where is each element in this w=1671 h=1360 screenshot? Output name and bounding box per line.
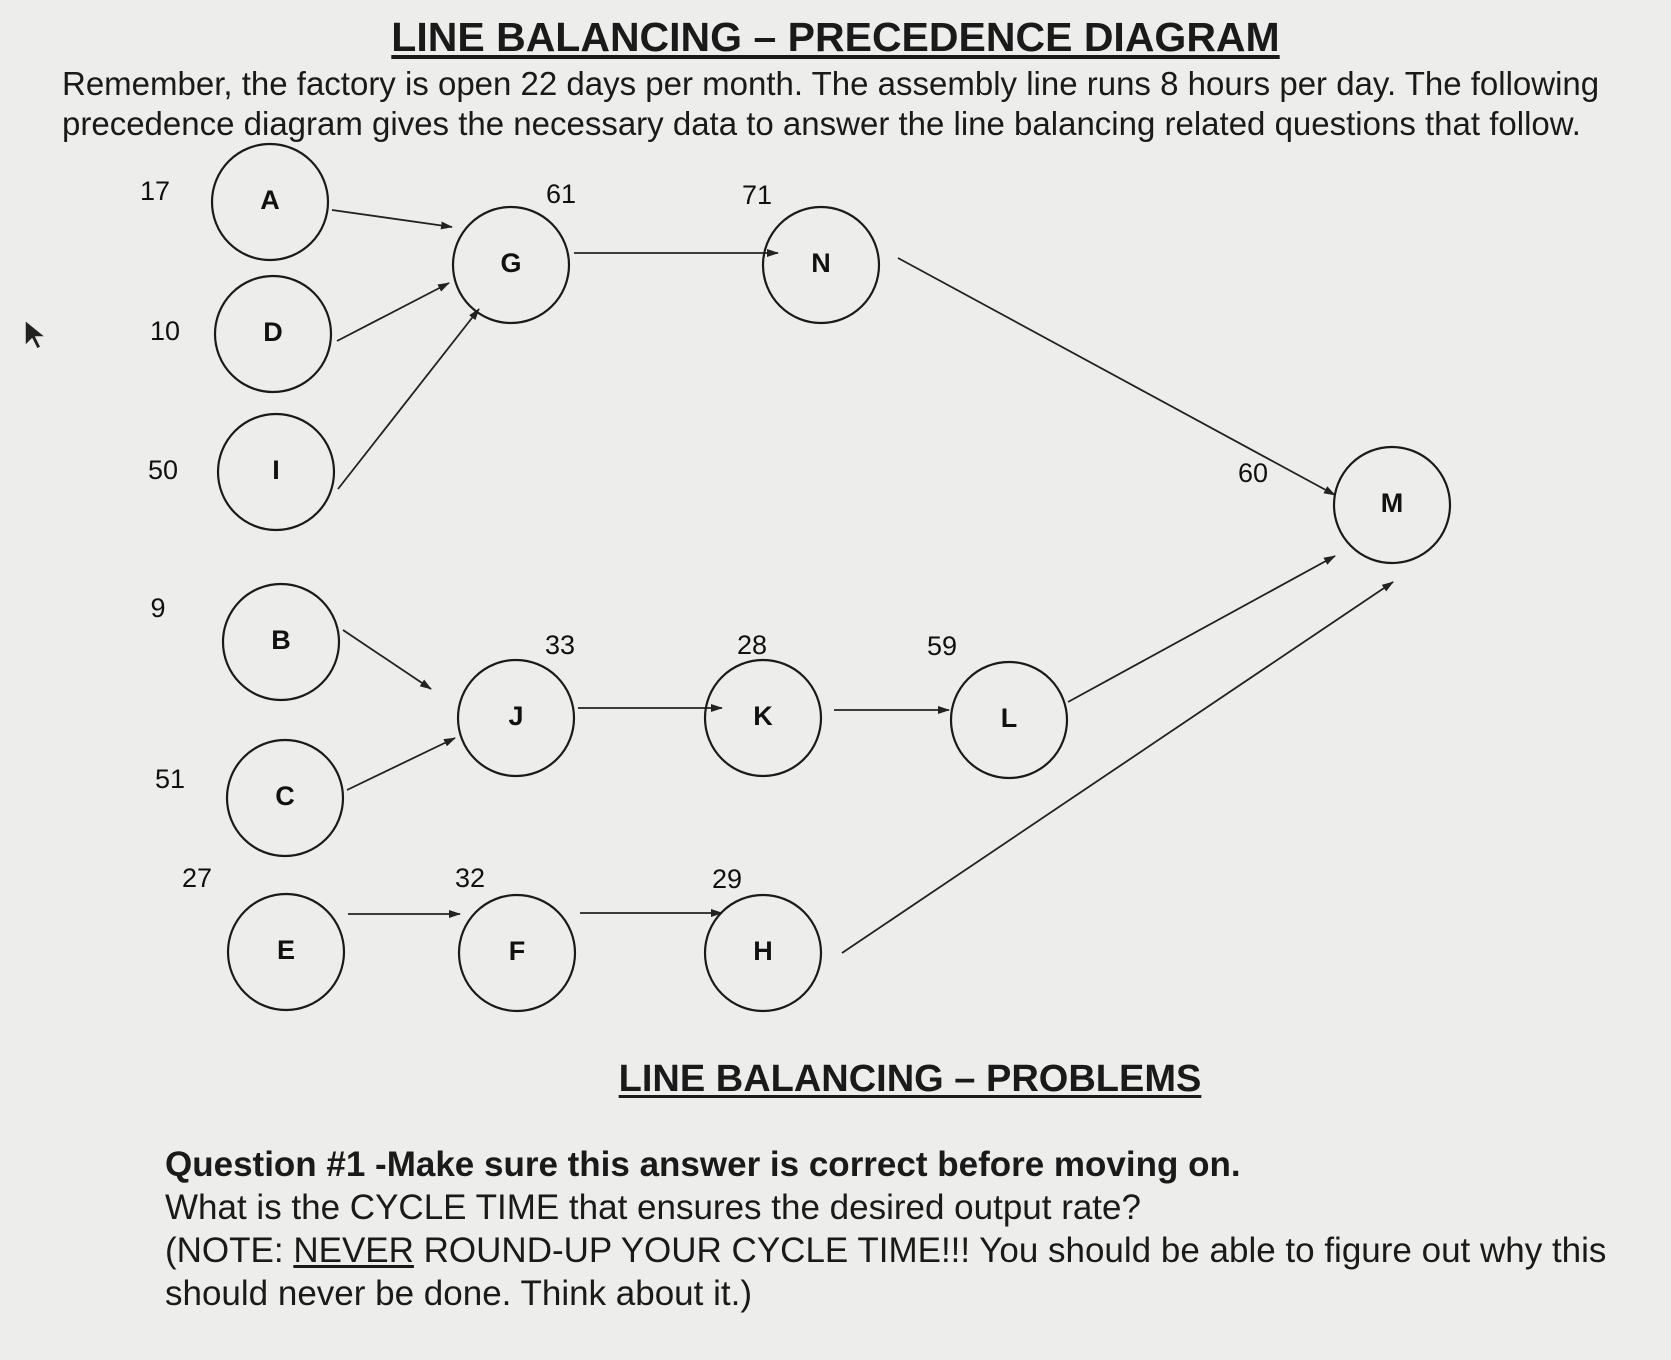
- task-label-c: C: [275, 781, 295, 811]
- problems-heading-text: LINE BALANCING – PROBLEMS: [618, 1058, 1202, 1100]
- task-time-j: 33: [545, 630, 575, 660]
- task-time-n: 71: [742, 180, 772, 210]
- problems-heading: LINE BALANCING – PROBLEMS: [0, 1058, 1671, 1101]
- task-label-j: J: [508, 701, 523, 731]
- task-node-a: [210, 142, 330, 262]
- note-prefix: (NOTE:: [165, 1231, 294, 1270]
- edge-i-to-g: [337, 308, 480, 490]
- task-label-l: L: [1001, 703, 1018, 733]
- mouse-cursor-icon: [24, 318, 49, 351]
- task-label-k: K: [753, 701, 773, 731]
- task-label-g: G: [500, 248, 521, 278]
- note-rest: ROUND-UP YOUR CYCLE TIME!!! You should b…: [165, 1231, 1607, 1313]
- task-time-g: 61: [546, 179, 576, 209]
- intro-paragraph: Remember, the factory is open 22 days pe…: [62, 65, 1600, 142]
- task-node-j: [456, 658, 576, 778]
- task-label-b: B: [271, 625, 291, 655]
- question-1: Question #1 -Make sure this answer is co…: [165, 1143, 1645, 1315]
- edge-n-to-m: [897, 257, 1336, 496]
- task-time-c: 51: [155, 764, 185, 794]
- task-time-f: 32: [455, 863, 485, 893]
- task-node-g: [451, 205, 571, 325]
- task-node-c: [225, 738, 345, 858]
- question-1-note: (NOTE: NEVER ROUND-UP YOUR CYCLE TIME!!!…: [165, 1229, 1645, 1315]
- edge-h-to-m: [841, 581, 1394, 954]
- task-label-a: A: [260, 185, 280, 215]
- task-node-i: [216, 412, 336, 532]
- task-node-d: [213, 274, 333, 394]
- task-time-d: 10: [150, 316, 180, 346]
- task-node-k: [703, 658, 823, 778]
- task-time-e: 27: [182, 863, 212, 893]
- edge-l-to-m: [1067, 555, 1336, 703]
- task-label-f: F: [509, 936, 526, 966]
- task-node-f: [457, 893, 577, 1013]
- question-1-prompt: What is the CYCLE TIME that ensures the …: [165, 1188, 1141, 1227]
- task-label-n: N: [811, 248, 831, 278]
- task-time-k: 28: [737, 630, 767, 660]
- task-node-l: [949, 660, 1069, 780]
- task-label-h: H: [753, 936, 773, 966]
- page-title: LINE BALANCING – PRECEDENCE DIAGRAM: [0, 14, 1671, 61]
- task-node-b: [221, 582, 341, 702]
- edge-d-to-g: [336, 282, 450, 342]
- task-node-h: [703, 893, 823, 1013]
- task-time-h: 29: [712, 864, 742, 894]
- task-label-i: I: [272, 455, 280, 485]
- edge-c-to-j: [346, 737, 456, 791]
- task-label-d: D: [263, 317, 283, 347]
- task-time-b: 9: [150, 593, 165, 623]
- task-time-i: 50: [148, 455, 178, 485]
- task-time-a: 17: [140, 176, 170, 206]
- task-node-m: [1332, 445, 1452, 565]
- edge-a-to-g: [331, 209, 453, 230]
- task-label-e: E: [277, 935, 295, 965]
- task-node-e: [226, 892, 346, 1012]
- task-time-m: 60: [1238, 458, 1268, 488]
- task-node-n: [761, 205, 881, 325]
- page-title-text: LINE BALANCING – PRECEDENCE DIAGRAM: [391, 14, 1280, 60]
- question-1-heading: Question #1 -Make sure this answer is co…: [165, 1145, 1241, 1184]
- note-never: NEVER: [293, 1231, 414, 1270]
- task-time-l: 59: [927, 631, 957, 661]
- precedence-diagram: A D I B C E G N J K L F H M 17 10 50 9 51 27 61 71 33 28 59 32 29…: [140, 142, 1452, 1013]
- edge-b-to-j: [342, 629, 432, 690]
- task-label-m: M: [1381, 488, 1404, 518]
